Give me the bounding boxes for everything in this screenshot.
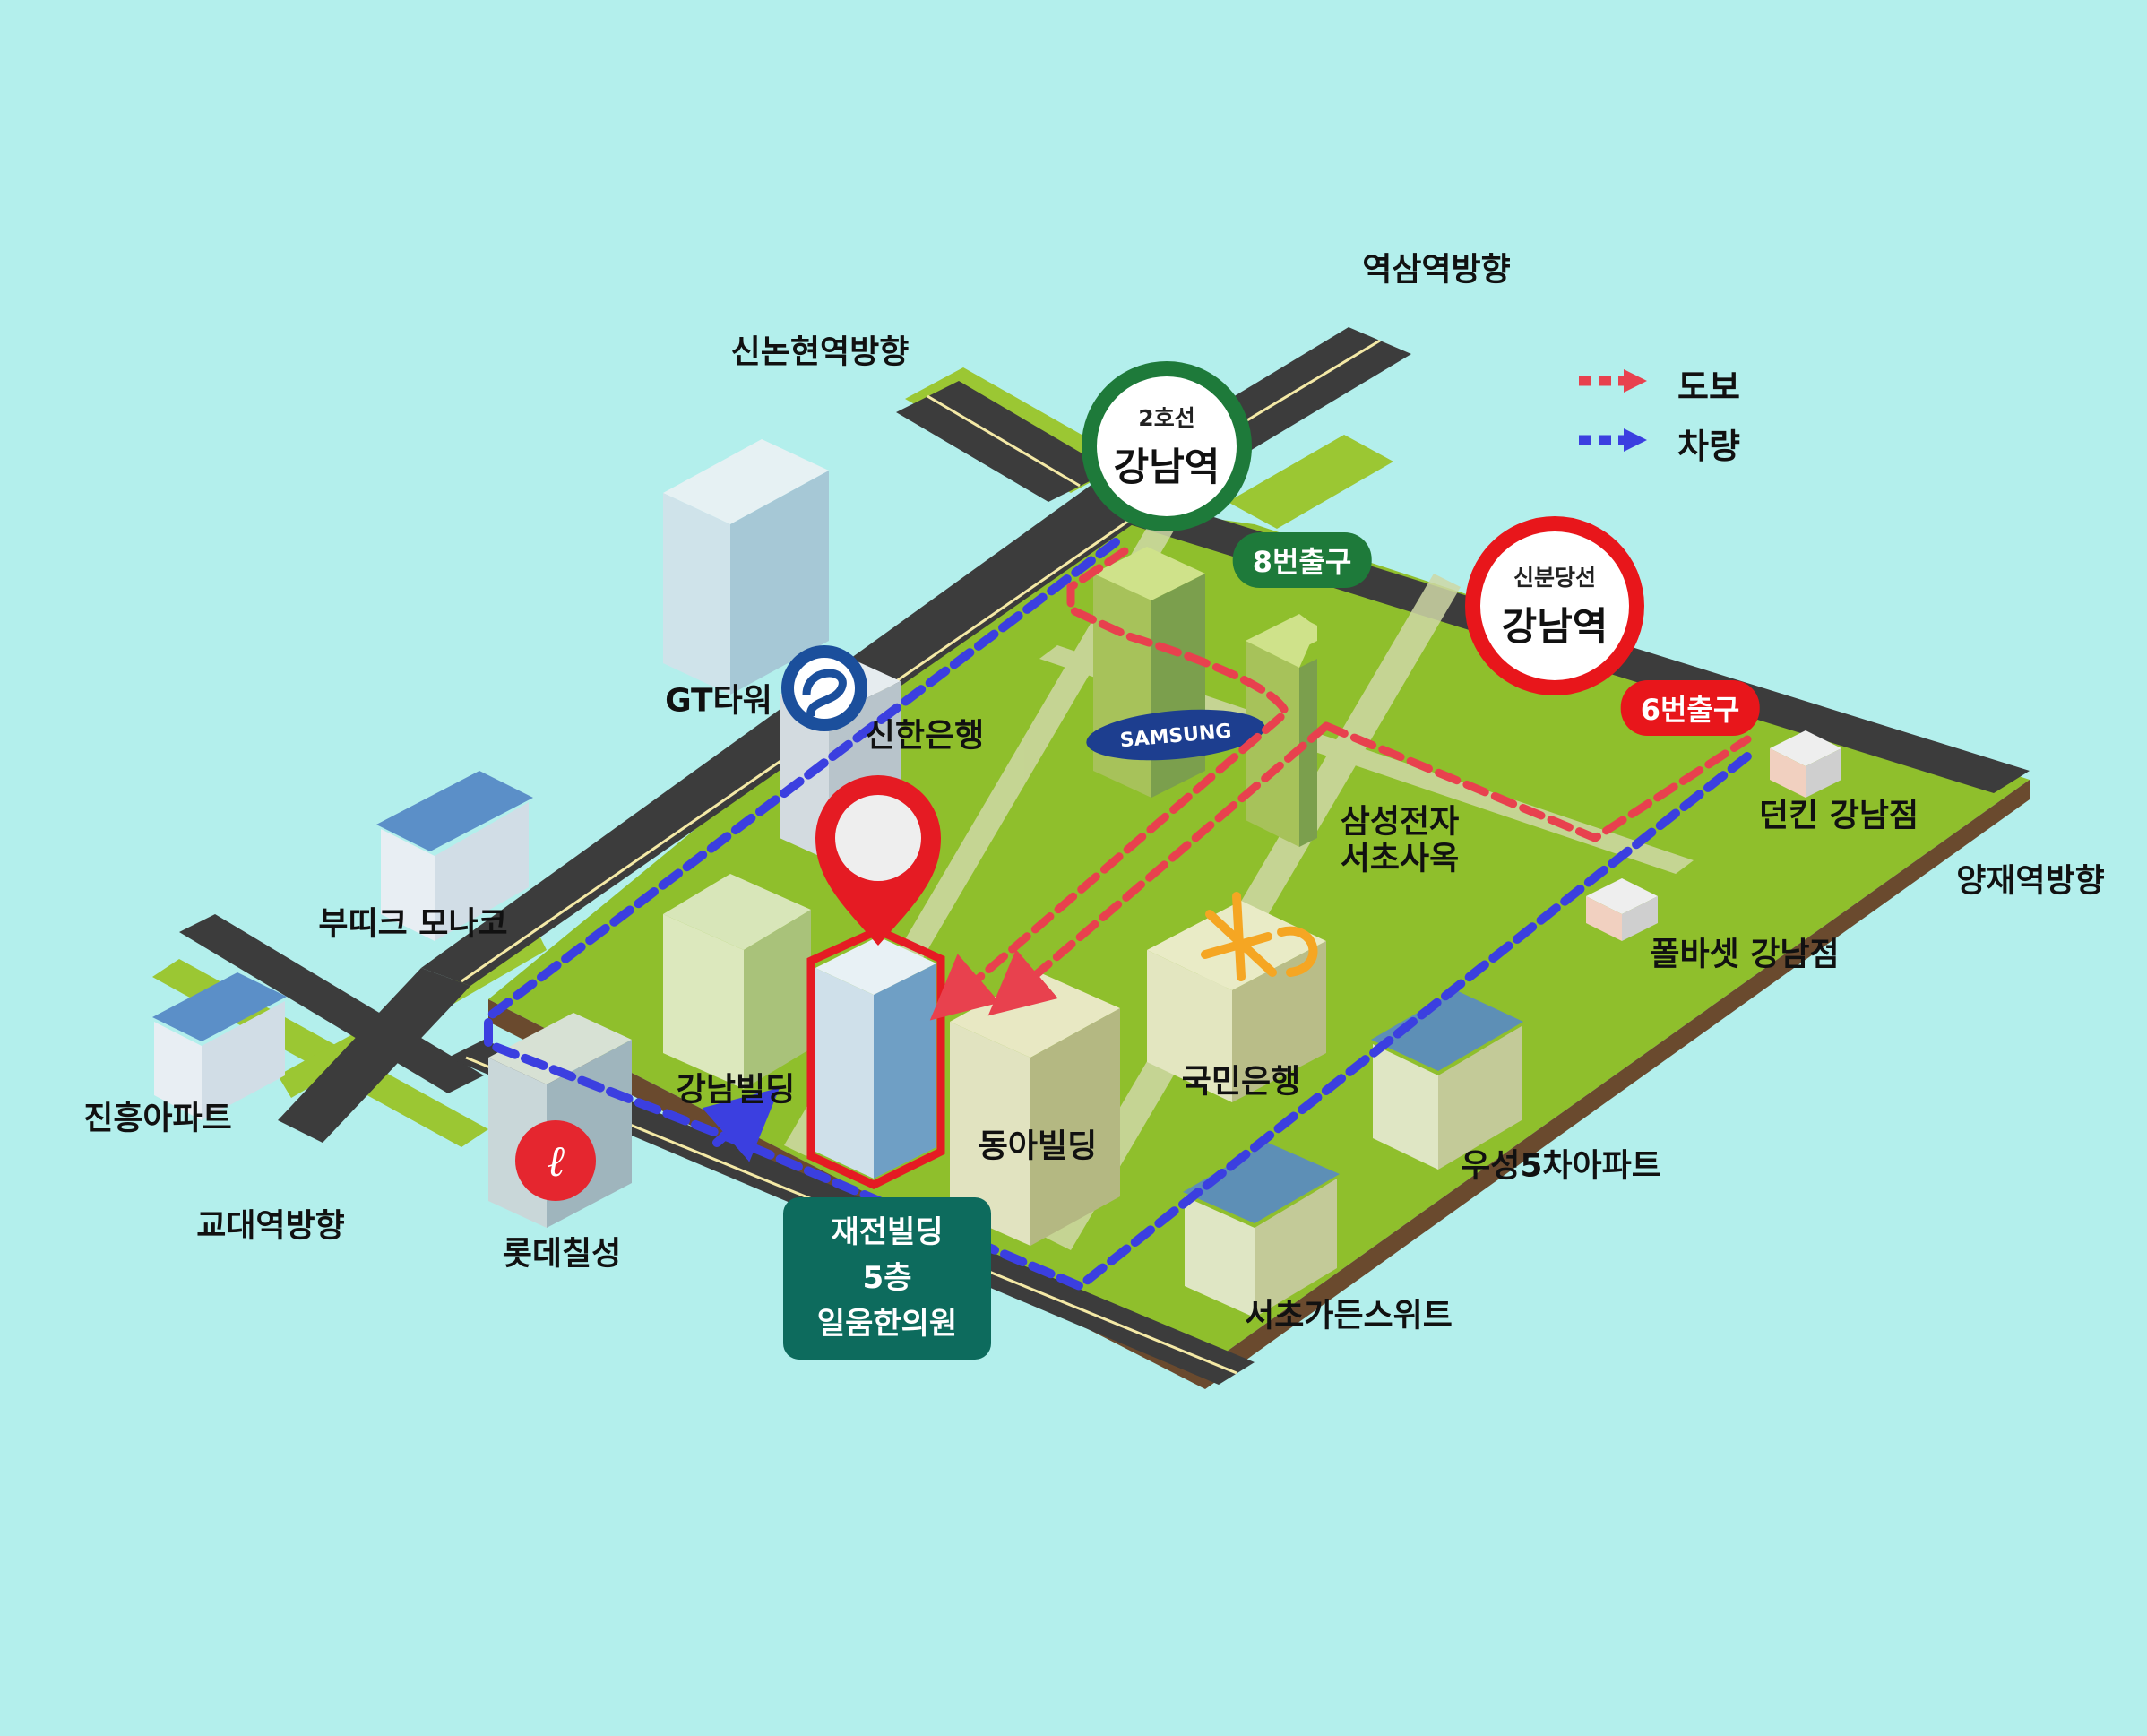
dunkin-kiosk xyxy=(1770,730,1841,798)
legend-walk: 도보 xyxy=(1577,354,1740,413)
woosung-house xyxy=(1371,990,1523,1170)
direction-yangjae: 양재역방향 xyxy=(1956,862,2105,900)
label-seocho-garden: 서초가든스위트 xyxy=(1245,1297,1453,1334)
legend: 도보 차량 xyxy=(1577,354,1740,472)
buildings xyxy=(152,439,1841,1317)
shinhan-logo-icon xyxy=(781,645,867,731)
label-shinhan: 신한은행 xyxy=(865,717,985,755)
sinbundang-station-name: 강남역 xyxy=(1501,605,1608,650)
gt-tower-building xyxy=(663,439,829,695)
label-paul-bassett: 폴바셋 강남점 xyxy=(1650,936,1840,973)
line2-exit-badge: 8번출구 xyxy=(1232,532,1372,588)
label-jinheung: 진흥아파트 xyxy=(83,1100,232,1137)
line2-line-label: 2호선 xyxy=(1138,405,1195,431)
line2-station-name: 강남역 xyxy=(1113,445,1220,490)
legend-walk-label: 도보 xyxy=(1677,367,1740,407)
jinheung-house xyxy=(152,972,287,1120)
label-dunkin: 던킨 강남점 xyxy=(1758,797,1919,834)
boutique-house xyxy=(376,771,533,941)
svg-text:ℓ: ℓ xyxy=(547,1136,565,1187)
paul-bassett-kiosk xyxy=(1586,878,1658,941)
location-pin-icon xyxy=(815,775,941,946)
legend-car-label: 차량 xyxy=(1677,426,1740,466)
label-donga: 동아빌딩 xyxy=(978,1127,1098,1165)
destination-box: 재전빌딩 5층 일움한의원 xyxy=(783,1197,991,1360)
destination-building xyxy=(806,926,945,1189)
samsung-logo-icon xyxy=(1086,709,1265,761)
legend-car-arrow-icon xyxy=(1579,428,1647,452)
legend-walk-arrow-icon xyxy=(1579,369,1647,393)
destination-clinic: 일움한의원 xyxy=(816,1306,958,1342)
destination-building: 재전빌딩 xyxy=(831,1214,944,1250)
label-woosung: 우성5차아파트 xyxy=(1461,1147,1661,1185)
label-lotte: 롯데칠성 xyxy=(502,1235,622,1273)
vehicle-routes xyxy=(484,538,1756,1291)
direction-yeoksam: 역삼역방향 xyxy=(1362,251,1511,289)
legend-car: 차량 xyxy=(1577,413,1740,472)
line2-station-badge: 2호선 강남역 xyxy=(1082,361,1252,531)
label-gangnam-bldg: 강남빌딩 xyxy=(676,1071,796,1109)
seocho-garden-house xyxy=(1183,1143,1340,1317)
direction-gyodae: 교대역방향 xyxy=(196,1207,345,1245)
gangnam-bldg xyxy=(663,874,811,1089)
label-kookmin: 국민은행 xyxy=(1181,1063,1301,1101)
walking-routes xyxy=(929,547,1752,1021)
sinbundang-line-label: 신분당선 xyxy=(1513,565,1596,591)
destination-floor: 5층 xyxy=(862,1260,912,1296)
lotte-logo-icon: ℓ xyxy=(515,1120,596,1201)
sinbundang-exit-badge: 6번출구 xyxy=(1620,680,1760,736)
sinbundang-station-badge: 신분당선 강남역 xyxy=(1465,516,1644,695)
label-samsung: 삼성전자 서초사옥 xyxy=(1340,803,1460,877)
label-gt-tower: GT타워 xyxy=(665,682,772,720)
label-boutique: 부띠크 모나코 xyxy=(318,905,508,943)
direction-sinnonhyeon: 신논현역방향 xyxy=(730,333,910,371)
kb-logo-icon xyxy=(1201,892,1318,981)
